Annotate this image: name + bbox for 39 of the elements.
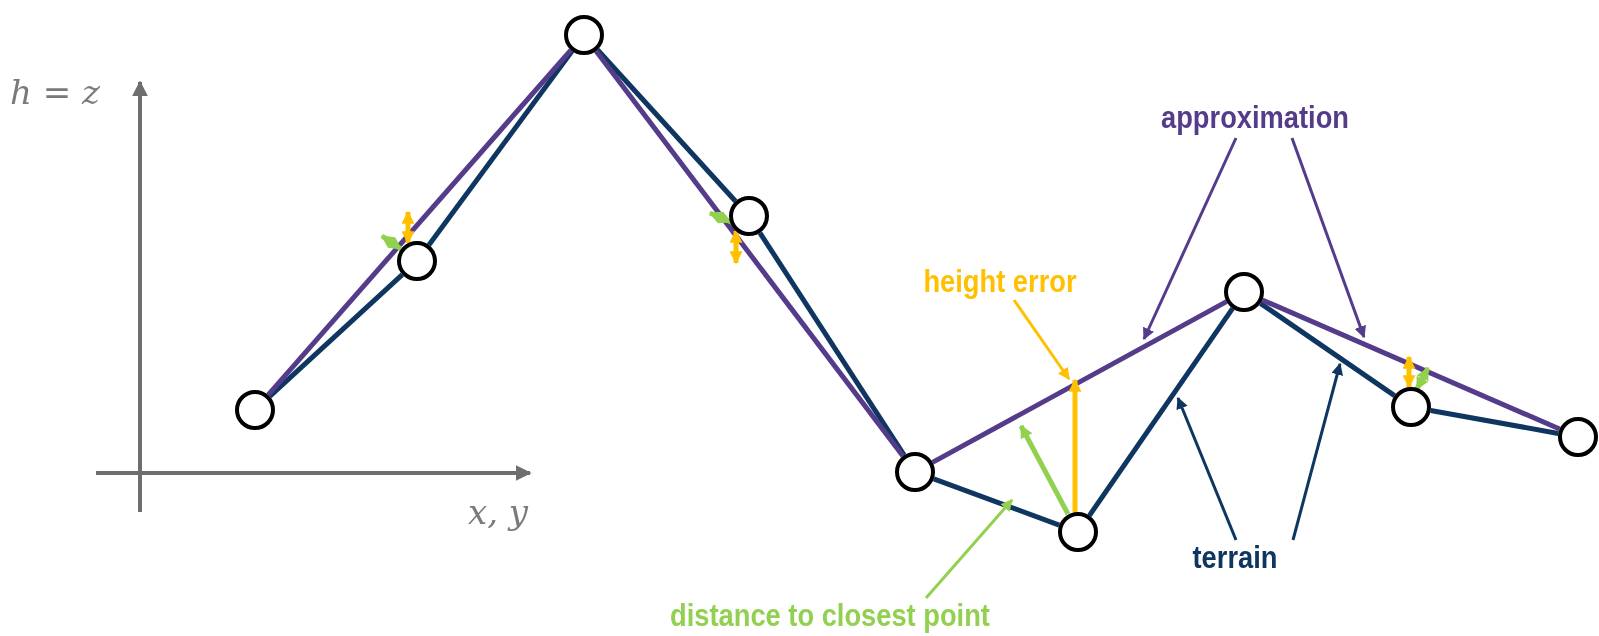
approximation-line [931,299,1228,465]
vertex-circle [1391,387,1431,427]
terrain-line [932,476,1061,528]
callout-label: distance to closest point [640,598,1020,634]
leader-line [1290,137,1366,339]
axis-label: h = z [10,72,100,112]
leader-line [1142,137,1238,341]
terrain-line [268,272,404,399]
measure-arrow [1402,355,1416,389]
vertex-circle [397,241,437,281]
terrain-line [1430,408,1559,436]
terrain-line [1087,307,1235,517]
vertex-circle [235,390,275,430]
approximation-line [266,48,573,397]
measure-arrow [1018,424,1071,516]
approximation-line [1261,297,1561,432]
terrain-line [1259,301,1396,398]
vertex-circle [1224,272,1264,312]
leader-line [1176,396,1238,541]
terrain-line [757,231,907,457]
leader-line [924,499,1014,599]
vertex-circle [895,452,935,492]
vertex-circle [729,196,769,236]
callout-label: approximation [1145,100,1365,136]
vertex-circle [1558,417,1598,457]
measure-arrow [401,210,415,245]
leader-line [1291,362,1343,541]
measure-arrow [380,233,403,252]
measure-arrow [729,229,743,265]
terrain-line [426,49,575,247]
vertex-circle [1058,512,1098,552]
leader-line [1012,299,1071,380]
approximation-line [594,49,905,458]
measure-arrow [1414,366,1431,391]
measure-arrow [1068,378,1082,512]
axis-label: x, y [468,492,528,532]
callout-label: height error [894,264,1106,300]
vertex-circle [564,15,604,55]
callout-label: terrain [1160,540,1310,576]
